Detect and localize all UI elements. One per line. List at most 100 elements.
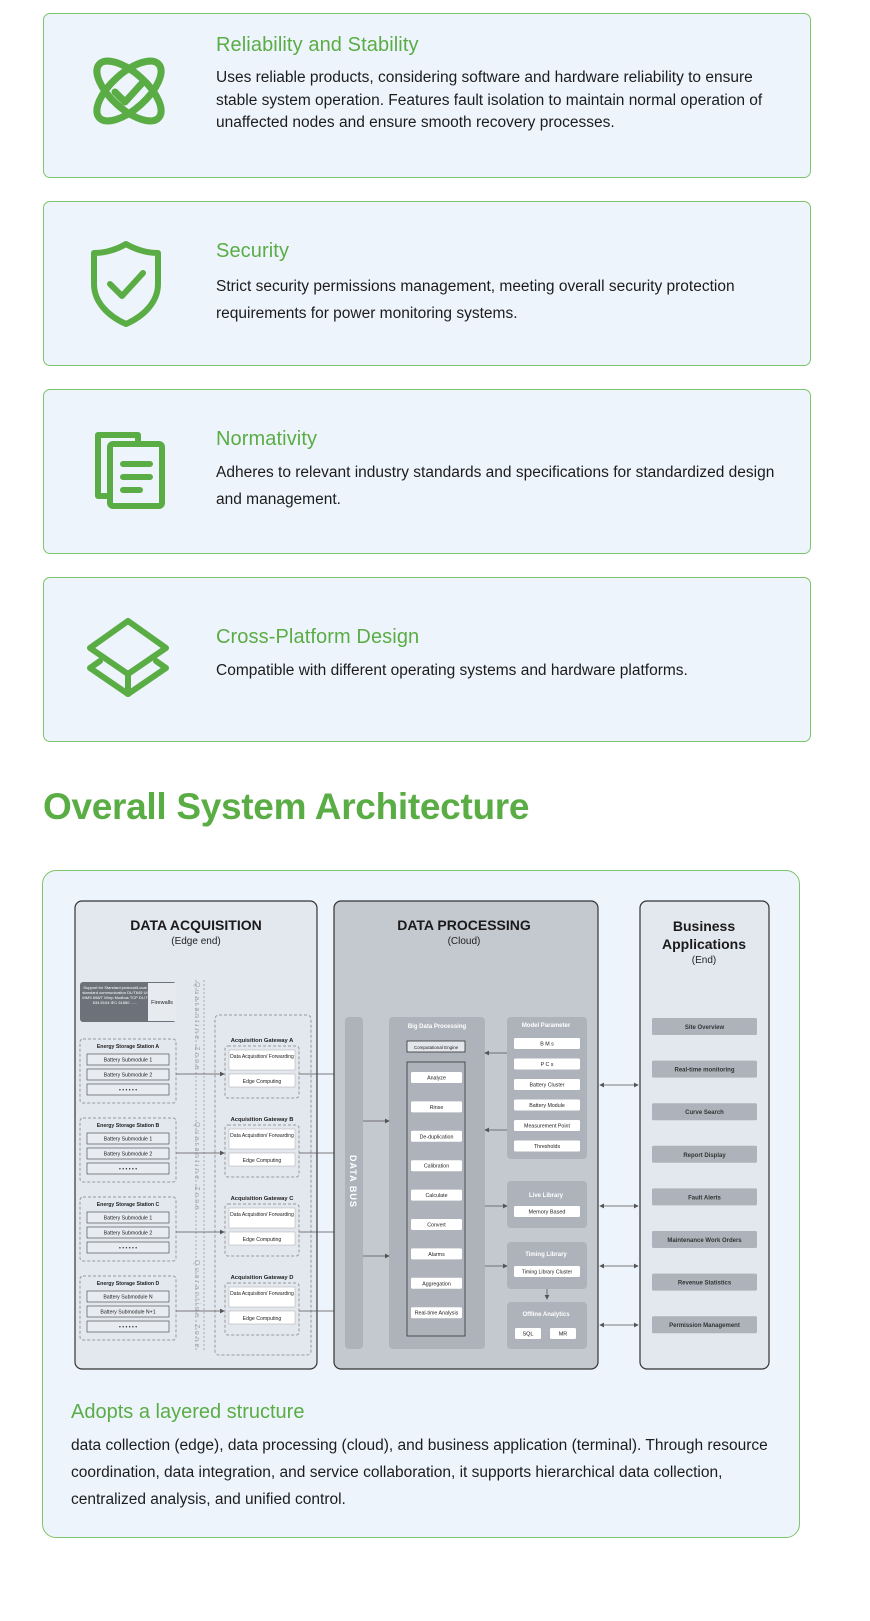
model-item xyxy=(514,1058,580,1070)
big-data-title: Big Data Processing xyxy=(408,1024,467,1030)
module-label: Battery Submodule N xyxy=(103,1295,153,1301)
documents-icon xyxy=(95,432,165,509)
quarantine-zone-label: Quarantine Zone xyxy=(193,1260,200,1350)
module-box xyxy=(86,1226,170,1239)
gateway-item-label: Edge Computing xyxy=(243,1158,282,1164)
acquisition-title: DATA ACQUISITION xyxy=(130,917,261,933)
quarantine-zone-label: Quarantine Zone xyxy=(193,1122,200,1212)
process-step-label: Analyze xyxy=(427,1076,446,1082)
processing-title: DATA PROCESSING xyxy=(397,917,531,933)
model-item-label: B M s xyxy=(540,1042,554,1048)
business-item-label: Report Display xyxy=(683,1153,726,1159)
process-step-label: Real-time Analysis xyxy=(415,1311,459,1317)
feature-title: Security xyxy=(216,240,290,262)
business-panel xyxy=(639,900,770,1370)
business-item-label: Permission Management xyxy=(669,1323,740,1329)
feature-title: Cross-Platform Design xyxy=(216,626,420,648)
gateway-item-label: Data Acquisition/ Forwarding xyxy=(230,1212,294,1218)
quarantine-zone-label: Quarantine Zone xyxy=(193,982,200,1072)
business-item xyxy=(652,1316,757,1334)
process-step xyxy=(411,1277,462,1289)
model-item-label: Thresholds xyxy=(534,1144,561,1150)
process-step xyxy=(411,1160,462,1172)
feature-card-cross-platform: Cross-Platform Design Compatible with di… xyxy=(43,577,811,742)
station-name: Energy Storage Station A xyxy=(97,1044,160,1050)
feature-title: Reliability and Stability xyxy=(216,34,419,56)
model-item xyxy=(514,1099,580,1111)
business-subtitle: (End) xyxy=(692,955,716,966)
module-label: Battery Submodule N+1 xyxy=(100,1310,155,1316)
gateway-name: Acquisition Gateway C xyxy=(231,1196,295,1202)
module-label: Battery Submodule 1 xyxy=(104,1137,153,1143)
feature-desc: Strict security permissions management, … xyxy=(216,278,735,322)
gateway-item-wrap: Data Acquisition/ Forwarding xyxy=(230,1133,294,1139)
offline-item-mr: MR xyxy=(559,1332,568,1338)
offline-item-sql: SQL xyxy=(522,1332,533,1338)
gateway-item xyxy=(228,1073,296,1088)
engine-label: Computational Engine xyxy=(414,1045,459,1050)
module-box xyxy=(86,1068,170,1081)
station-box xyxy=(79,1038,177,1104)
business-item xyxy=(652,1103,757,1121)
business-item xyxy=(652,1018,757,1035)
data-bus xyxy=(345,1017,363,1349)
gateway-item xyxy=(228,1231,296,1246)
layers-icon xyxy=(87,618,169,697)
module-box xyxy=(86,1147,170,1160)
module-label: Battery Submodule 2 xyxy=(104,1152,153,1158)
model-item xyxy=(514,1079,580,1090)
module-label: • • • • • • xyxy=(119,1167,137,1173)
orbit-check-icon xyxy=(93,57,165,125)
module-box xyxy=(86,1320,170,1333)
business-item xyxy=(652,1273,757,1291)
feature-desc: Compatible with different operating syst… xyxy=(216,662,688,679)
station-box xyxy=(79,1117,177,1183)
business-title: Applications xyxy=(662,936,746,952)
gateway-item xyxy=(228,1207,296,1229)
business-item-label: Revenue Statistics xyxy=(678,1281,732,1287)
gateway-box xyxy=(224,1045,300,1099)
acquisition-subtitle: (Edge end) xyxy=(171,936,220,947)
business-item-label: Fault Alerts xyxy=(688,1195,721,1201)
architecture-description: data collection (edge), data processing … xyxy=(71,1437,768,1508)
module-label: Battery Submodule 1 xyxy=(104,1216,153,1222)
process-step-label: Calibration xyxy=(424,1164,449,1170)
module-label: Battery Submodule 1 xyxy=(104,1058,153,1064)
module-box xyxy=(86,1162,170,1175)
gateway-item-label: Data Acquisition/ Forwarding xyxy=(230,1291,294,1297)
data-bus-label: DATA BUS xyxy=(348,1155,358,1208)
process-step-label: Rinse xyxy=(430,1105,444,1111)
module-box xyxy=(86,1083,170,1096)
firewall-label: Firewalls xyxy=(151,1000,173,1006)
model-item-label: Measurement Point xyxy=(524,1124,570,1130)
business-item xyxy=(652,1188,757,1206)
gateway-item-label: Edge Computing xyxy=(243,1079,282,1085)
section-title: Overall System Architecture xyxy=(43,786,530,827)
business-item xyxy=(652,1231,757,1248)
processing-subtitle: (Cloud) xyxy=(448,936,481,947)
module-box xyxy=(86,1053,170,1066)
feature-title: Normativity xyxy=(216,428,318,450)
process-step xyxy=(411,1130,462,1142)
gateway-box xyxy=(224,1203,300,1257)
gateway-item-label: Edge Computing xyxy=(243,1316,282,1322)
business-item-label: Site Overview xyxy=(685,1025,725,1031)
gateway-item xyxy=(228,1152,296,1167)
architecture-card: DATA ACQUISITION (Edge end) Support for … xyxy=(42,870,800,1538)
gateway-item xyxy=(228,1286,296,1308)
feature-desc: Adheres to relevant industry standards a… xyxy=(216,464,775,508)
gateway-name: Acquisition Gateway B xyxy=(231,1117,294,1123)
gateway-name: Acquisition Gateway A xyxy=(231,1038,294,1044)
gateway-box xyxy=(224,1124,300,1178)
process-step-label: Alarms xyxy=(428,1252,445,1258)
gateway-item-wrap: Data Acquisition/ Forwarding xyxy=(230,1054,294,1060)
station-box xyxy=(79,1196,177,1262)
gateway-item-wrap: Data Acquisition/ Forwarding xyxy=(230,1212,294,1218)
module-box xyxy=(86,1241,170,1254)
business-item-label: Curve Search xyxy=(685,1110,724,1116)
module-box xyxy=(86,1211,170,1224)
model-item-label: P C s xyxy=(541,1062,554,1068)
architecture-diagram: DATA ACQUISITION (Edge end) Support for … xyxy=(74,900,770,1370)
process-step xyxy=(411,1219,462,1230)
station-box xyxy=(79,1275,177,1341)
